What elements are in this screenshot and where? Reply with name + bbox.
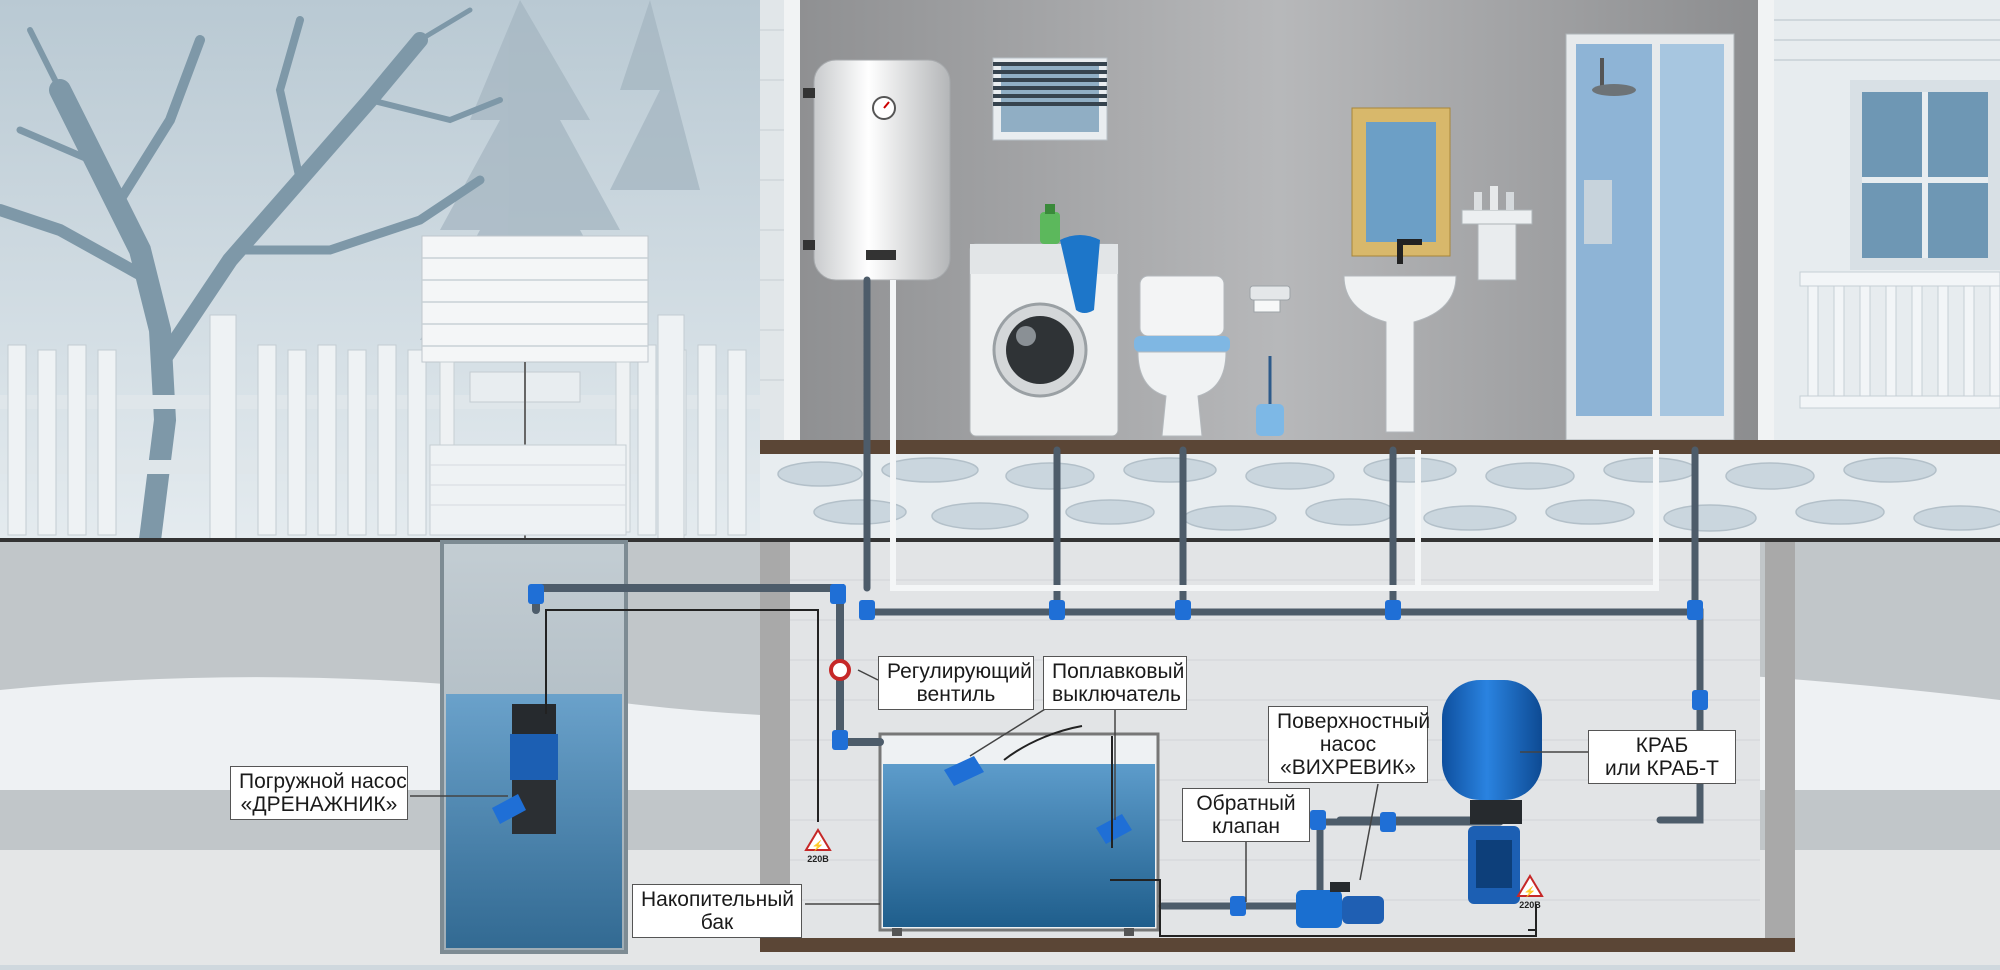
callout-leaders bbox=[410, 669, 1588, 905]
pipe-fittings bbox=[528, 584, 1708, 916]
mirror-icon bbox=[1351, 107, 1451, 257]
toilet-brush-icon bbox=[1256, 356, 1284, 436]
label-line: КРАБ bbox=[1635, 734, 1689, 757]
house-window-icon bbox=[1850, 80, 2000, 270]
label-line: клапан bbox=[1211, 815, 1280, 838]
float-upper-icon bbox=[944, 756, 984, 786]
toilet-paper-icon bbox=[1249, 285, 1291, 313]
surface-pump-icon bbox=[1296, 882, 1384, 928]
electric-hazard-icon: ⚡ 220В bbox=[1516, 874, 1544, 910]
label-line: Поверхностный bbox=[1277, 710, 1431, 733]
water-heater-icon bbox=[803, 59, 951, 281]
label-storage-tank: Накопительный бак bbox=[632, 884, 802, 938]
window-blinds-icon bbox=[992, 57, 1108, 141]
label-check-valve: Обратный клапан bbox=[1182, 788, 1310, 842]
label-surface-pump: Поверхностный насос «ВИХРЕВИК» bbox=[1268, 706, 1431, 783]
label-line: вентиль bbox=[916, 683, 996, 706]
svg-text:⚡: ⚡ bbox=[1524, 885, 1536, 898]
svg-text:⚡: ⚡ bbox=[812, 839, 824, 852]
electric-cables bbox=[545, 609, 1537, 937]
label-line: или КРАБ-Т bbox=[1605, 757, 1719, 780]
label-line: «ВИХРЕВИК» bbox=[1280, 756, 1416, 779]
porch-railing-icon bbox=[1799, 271, 2000, 409]
toilet-icon bbox=[1134, 275, 1230, 437]
label-line: бак bbox=[700, 911, 734, 934]
label-line: Поплавковый bbox=[1052, 660, 1185, 683]
label-line: Обратный bbox=[1196, 792, 1296, 815]
label-accumulator: КРАБ или КРАБ-Т bbox=[1588, 730, 1736, 784]
label-line: Накопительный bbox=[641, 888, 795, 911]
well-icon bbox=[421, 235, 649, 600]
sink-icon bbox=[1343, 239, 1457, 433]
label-line: выключатель bbox=[1052, 683, 1181, 706]
voltage-label-right: 220В bbox=[1519, 900, 1541, 910]
voltage-label-left: 220В bbox=[807, 854, 829, 864]
label-submersible-pump: Погружной насос «ДРЕНАЖНИК» bbox=[230, 766, 408, 820]
label-line: «ДРЕНАЖНИК» bbox=[240, 793, 398, 816]
bathroom-shelf-icon bbox=[1461, 186, 1533, 281]
label-regulating-valve: Регулирующий вентиль bbox=[878, 656, 1034, 710]
label-line: Регулирующий bbox=[887, 660, 1032, 683]
shower-cabin-icon bbox=[1565, 33, 1735, 441]
accumulator-icon bbox=[1442, 680, 1542, 904]
regulating-valve-icon bbox=[829, 659, 851, 681]
label-line: насос bbox=[1319, 733, 1377, 756]
submersible-pump-icon bbox=[492, 704, 558, 834]
tree-icon bbox=[0, 7, 503, 551]
washing-machine-icon bbox=[969, 204, 1119, 437]
label-float-switch: Поплавковый выключатель bbox=[1043, 656, 1187, 710]
label-line: Погружной насос bbox=[239, 770, 407, 793]
float-lower-icon bbox=[1096, 814, 1132, 844]
electric-hazard-icon: ⚡ 220В bbox=[804, 828, 832, 864]
